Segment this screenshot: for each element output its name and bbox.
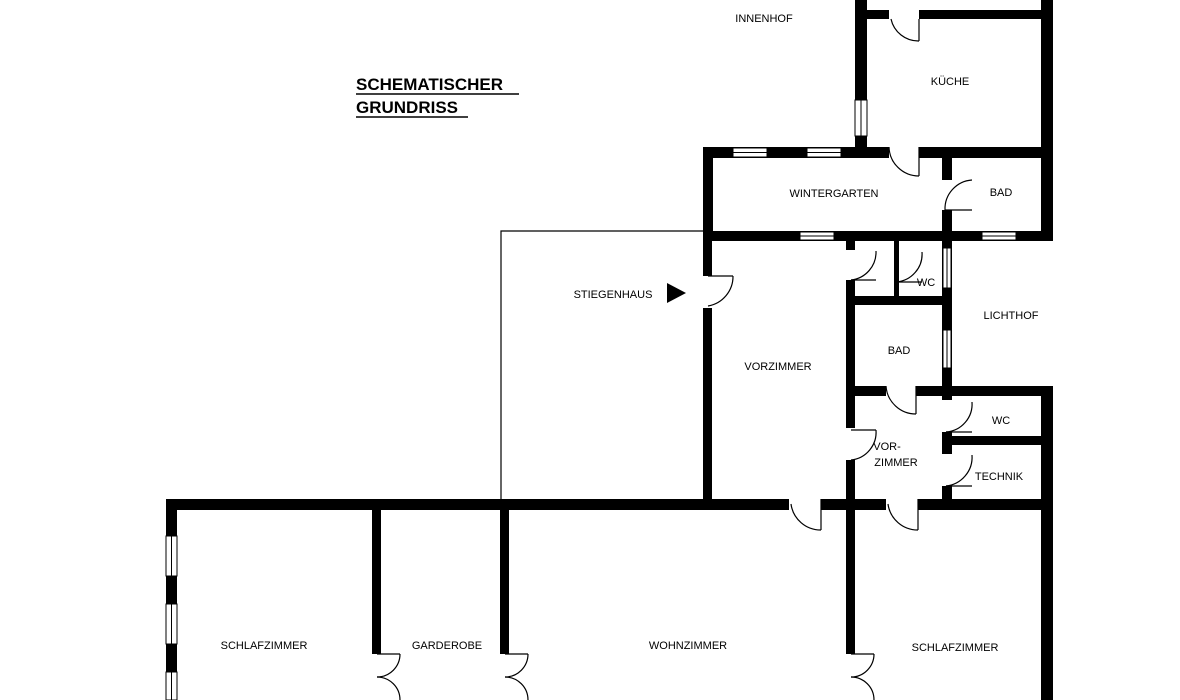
plan-title: SCHEMATISCHER GRUNDRISS bbox=[356, 75, 519, 118]
label-bad-top: BAD bbox=[990, 187, 1013, 199]
label-innenhof: INNENHOF bbox=[735, 13, 793, 25]
label-vorzimmer-small-2: ZIMMER bbox=[874, 457, 917, 469]
label-vorzimmer-small-1: VOR- bbox=[873, 441, 901, 453]
label-schlafzimmer-right: SCHLAFZIMMER bbox=[912, 642, 999, 654]
label-stiegenhaus: STIEGENHAUS bbox=[574, 289, 653, 301]
label-wintergarten: WINTERGARTEN bbox=[789, 188, 878, 200]
label-schlafzimmer-left: SCHLAFZIMMER bbox=[221, 640, 308, 652]
title-line-1: SCHEMATISCHER bbox=[356, 75, 503, 94]
room-labels: INNENHOF KÜCHE WINTERGARTEN BAD STIEGENH… bbox=[221, 13, 1039, 654]
walls bbox=[166, 0, 1053, 700]
label-bad-mid: BAD bbox=[888, 345, 911, 357]
stairwell-outline bbox=[500, 230, 703, 500]
windows bbox=[165, 99, 1017, 700]
label-garderobe: GARDEROBE bbox=[412, 640, 482, 652]
label-lichthof: LICHTHOF bbox=[984, 310, 1039, 322]
doors bbox=[372, 10, 973, 700]
label-wohnzimmer: WOHNZIMMER bbox=[649, 640, 727, 652]
label-wc-right: WC bbox=[992, 415, 1010, 427]
entrance-arrow-icon bbox=[667, 283, 686, 303]
label-kueche: KÜCHE bbox=[931, 76, 970, 88]
title-line-2: GRUNDRISS bbox=[356, 98, 458, 117]
label-wc-top: WC bbox=[917, 277, 935, 289]
label-vorzimmer-main: VORZIMMER bbox=[744, 361, 811, 373]
label-technik: TECHNIK bbox=[975, 471, 1024, 483]
